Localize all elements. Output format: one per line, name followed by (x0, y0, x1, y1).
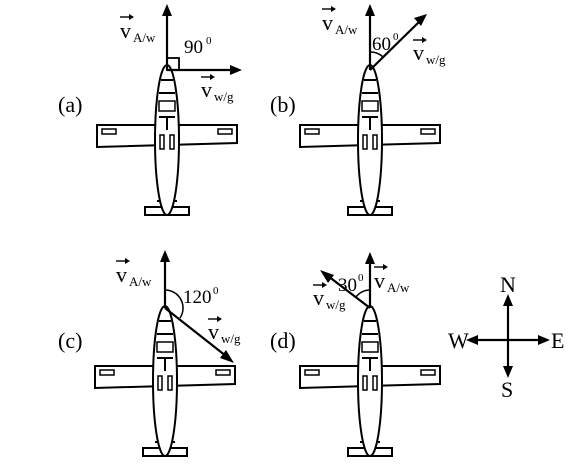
vector-wg-subscript: w/g (426, 52, 446, 67)
vector-aw-label: v (374, 268, 385, 293)
compass-north-label: N (500, 272, 516, 297)
angle-label: 30 (338, 275, 357, 296)
vector-aw-subscript: A/w (387, 280, 410, 295)
degree-sign: 0 (393, 31, 399, 43)
panel-label: (d) (270, 328, 296, 353)
angle-label: 90 (184, 37, 203, 58)
angle-label: 120 (183, 287, 212, 308)
vector-wg-label: v (413, 40, 424, 65)
vector-wg-label: v (208, 319, 219, 344)
vector-wg-label: v (313, 285, 324, 310)
airplane-icon (96, 64, 238, 216)
panel-b: v A/w 60 0 v w/g (b) (270, 4, 446, 216)
vector-wg-subscript: w/g (326, 297, 346, 312)
compass-west-label: W (448, 328, 469, 353)
airplane-icon (299, 305, 441, 457)
vector-aw-label: v (116, 262, 127, 287)
vector-aw-subscript: A/w (133, 30, 156, 45)
vector-aw-label: v (322, 10, 333, 35)
panel-d: 30 0 v A/w v w/g (d) (270, 252, 441, 457)
degree-sign: 0 (213, 285, 219, 297)
compass-rose: N S W E (448, 272, 564, 402)
vector-wg-label: v (201, 77, 212, 102)
panel-a: v A/w 90 0 v w/g (a) (58, 4, 242, 216)
panel-label: (a) (58, 92, 82, 117)
panel-label: (c) (58, 328, 82, 353)
airplane-icon (299, 64, 441, 216)
vector-aw-label: v (120, 18, 131, 43)
compass-south-label: S (501, 377, 513, 402)
vector-aw-subscript: A/w (129, 274, 152, 289)
panel-c: v A/w 120 0 v w/g (c) (58, 250, 241, 457)
panel-label: (b) (270, 92, 296, 117)
vector-aw-subscript: A/w (335, 22, 358, 37)
vector-wg-subscript: w/g (214, 89, 234, 104)
vector-wg-subscript: w/g (221, 331, 241, 346)
angle-label: 60 (372, 34, 391, 55)
degree-sign: 0 (358, 272, 364, 284)
degree-sign: 0 (206, 35, 212, 47)
compass-east-label: E (551, 328, 564, 353)
